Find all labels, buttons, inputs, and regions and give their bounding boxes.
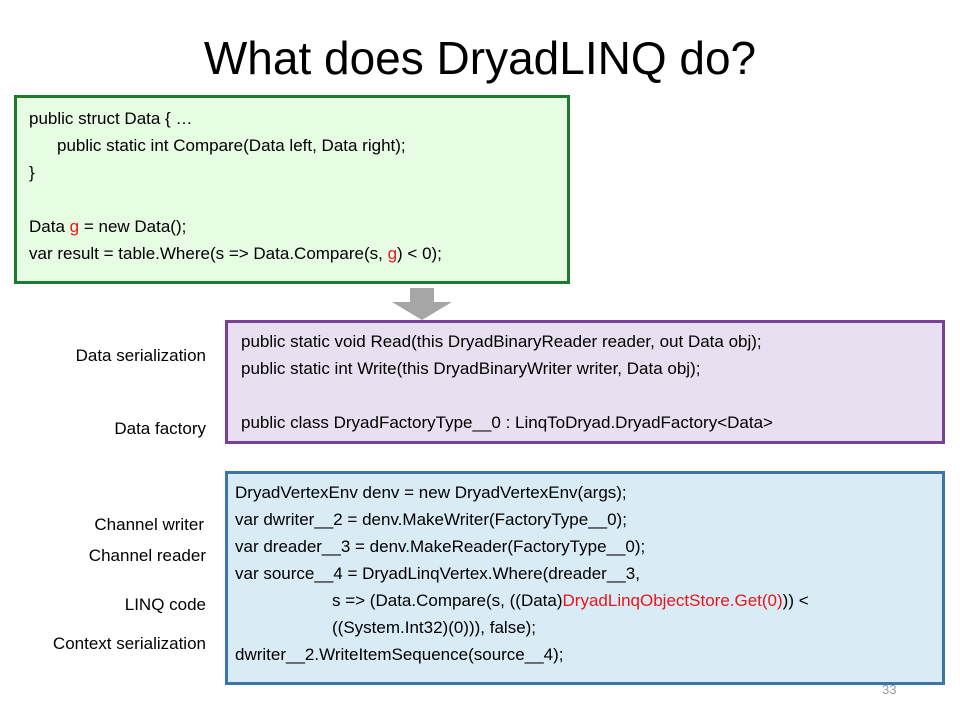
- highlighted-variable: g: [387, 244, 398, 263]
- code-line: var dwriter__2 = denv.MakeWriter(Factory…: [235, 510, 627, 529]
- code-line: public static void Read(this DryadBinary…: [241, 332, 762, 351]
- serialization-code-box: public static void Read(this DryadBinary…: [225, 320, 945, 444]
- label-linq-code: LINQ code: [124, 595, 206, 614]
- code-line: Data g = new Data();: [29, 213, 567, 240]
- code-line: ((System.Int32)(0))), false);: [332, 618, 537, 637]
- down-arrow-icon: [392, 288, 452, 320]
- code-text: = new Data();: [79, 217, 187, 236]
- code-line: var result = table.Where(s => Data.Compa…: [29, 240, 567, 267]
- code-line: }: [29, 163, 35, 182]
- blank-line: [29, 186, 567, 213]
- code-text: )) <: [782, 591, 809, 610]
- code-text: ) < 0);: [397, 244, 442, 263]
- code-text: var result = table.Where(s => Data.Compa…: [29, 244, 388, 263]
- code-line: DryadVertexEnv denv = new DryadVertexEnv…: [235, 483, 627, 502]
- highlighted-expression: DryadLinqObjectStore.Get(0): [562, 591, 783, 610]
- label-channel-writer: Channel writer: [94, 515, 204, 534]
- code-line: var source__4 = DryadLinqVertex.Where(dr…: [235, 564, 640, 583]
- code-line: public static int Write(this DryadBinary…: [241, 359, 701, 378]
- label-data-factory: Data factory: [114, 419, 206, 438]
- code-line: var dreader__3 = denv.MakeReader(Factory…: [235, 537, 646, 556]
- code-line: dwriter__2.WriteItemSequence(source__4);: [235, 645, 564, 664]
- code-text: s => (Data.Compare(s, ((Data): [332, 591, 563, 610]
- vertex-code-box: DryadVertexEnv denv = new DryadVertexEnv…: [225, 471, 945, 685]
- source-code-box: public struct Data { … public static int…: [14, 95, 570, 284]
- label-channel-reader: Channel reader: [88, 546, 206, 565]
- slide-title: What does DryadLINQ do?: [203, 32, 757, 84]
- label-data-serialization: Data serialization: [75, 346, 206, 365]
- highlighted-variable: g: [69, 217, 80, 236]
- label-context-serialization: Context serialization: [52, 634, 206, 653]
- code-line: public static int Compare(Data left, Dat…: [57, 136, 406, 155]
- code-line: s => (Data.Compare(s, ((Data)DryadLinqOb…: [235, 587, 942, 614]
- code-line: public class DryadFactoryType__0 : LinqT…: [241, 413, 773, 432]
- page-number: 33: [882, 682, 897, 697]
- code-text: Data: [29, 217, 70, 236]
- code-line: public struct Data { …: [29, 109, 193, 128]
- blank-line: [241, 382, 942, 409]
